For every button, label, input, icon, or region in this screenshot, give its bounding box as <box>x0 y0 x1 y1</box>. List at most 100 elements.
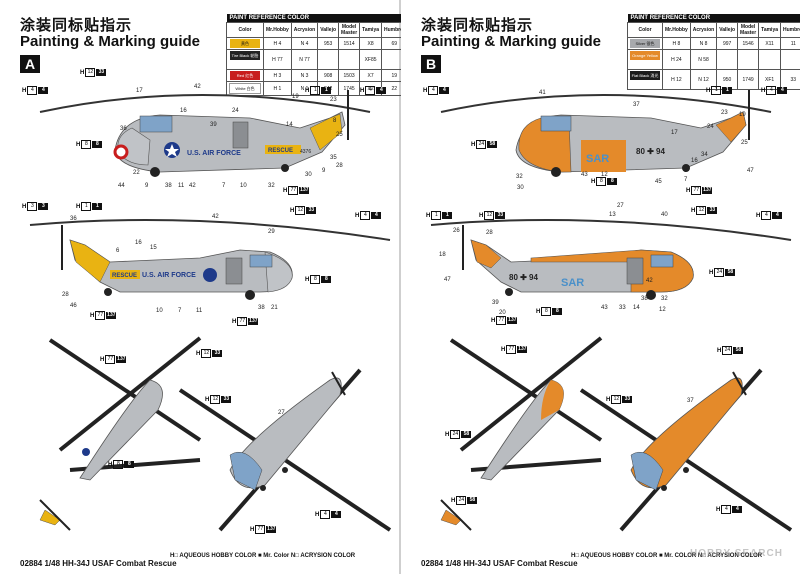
part-callout: 20 <box>499 310 506 316</box>
sheet-b: 涂装同标贴指示 Painting & Marking guide B PAINT… <box>401 0 800 568</box>
part-callout: 42 <box>189 183 196 189</box>
page-divider <box>399 0 401 574</box>
part-callout: 19 <box>739 112 746 118</box>
part-callout: 7 <box>222 183 226 189</box>
table-row: Orange Yellow 橙黄 H 24 N 58 <box>627 49 800 70</box>
part-callout: 47 <box>444 277 451 283</box>
part-callout: 46 <box>70 303 77 309</box>
part-callout: 41 <box>539 90 546 96</box>
part-callout: 44 <box>118 183 125 189</box>
part-callout: 11 <box>178 183 185 189</box>
part-callout: 38 <box>165 183 172 189</box>
part-callout: 16 <box>180 108 187 114</box>
part-callout: 43 <box>581 172 588 178</box>
bottom-view <box>178 368 392 532</box>
paint-table-header: PAINT REFERENCE COLOR <box>226 14 408 23</box>
part-callout: 10 <box>240 183 247 189</box>
part-callout: 42 <box>194 84 201 90</box>
part-callout: 28 <box>62 292 69 298</box>
rescue-marking-left: SAR <box>561 277 584 289</box>
top-view <box>39 336 202 531</box>
part-callout: 32 <box>516 174 523 180</box>
part-callout: 7 <box>684 177 688 183</box>
sheet-title: Painting & Marking guide <box>20 33 201 50</box>
footer-caption: 02884 1/48 HH-34J USAF Combat Rescue <box>20 559 177 568</box>
part-callout: 3 <box>684 168 688 174</box>
sheet-title: Painting & Marking guide <box>421 33 602 50</box>
fuselage-marking-left: U.S. AIR FORCE <box>142 272 196 279</box>
part-callout: 26 <box>453 228 460 234</box>
part-callout: 25 <box>336 132 343 138</box>
part-callout: 39 <box>492 300 499 306</box>
part-callout: 38 <box>258 305 265 311</box>
part-callout: 12 <box>601 172 608 178</box>
bottom-view <box>579 368 793 532</box>
paint-col-modelmaster: Model Master <box>737 22 760 38</box>
part-callout: 24 <box>232 108 239 114</box>
color-swatch: Orange Yellow 橙黄 <box>630 51 660 67</box>
color-swatch: Flat Black 消光黑 <box>630 71 660 87</box>
part-callout: 38 <box>641 296 648 302</box>
part-callout: 43 <box>601 305 608 311</box>
table-row: Red 红色 H 3 N 3 908 1503 X7 19 <box>226 69 408 82</box>
part-callout: 23 <box>330 97 337 103</box>
helicopter-drawings-b: SAR 80 ✚ 94 80 ✚ 94 SAR <box>430 90 793 532</box>
sheet-title-chinese: 涂装同标贴指示 <box>421 17 534 34</box>
rescue-marking: RESCUE <box>268 148 293 154</box>
part-callout: 47 <box>747 168 754 174</box>
side-view-left: RESCUE U.S. AIR FORCE <box>29 219 391 300</box>
watermark: HOBBY SEARCH <box>690 548 783 559</box>
part-callout: 16 <box>691 158 698 164</box>
paint-reference-table: PAINT REFERENCE COLOR Color Mr.Hobby Acr… <box>627 14 800 90</box>
part-callout: 30 <box>517 185 524 191</box>
part-callout: 40 <box>661 212 668 218</box>
part-callout: 22 <box>133 170 140 176</box>
scheme-letter-badge: B <box>421 55 441 73</box>
table-cell: 1745 <box>338 81 361 96</box>
part-callout: 24 <box>707 124 714 130</box>
part-callout: 6 <box>116 248 120 254</box>
sheet-title-chinese: 涂装同标贴指示 <box>20 17 133 34</box>
top-view <box>440 336 603 531</box>
part-callout: 17 <box>671 130 678 136</box>
scheme-letter-badge: A <box>20 55 40 73</box>
part-callout: 28 <box>486 230 493 236</box>
part-callout: 14 <box>286 122 293 128</box>
part-callout: 11 <box>196 308 203 314</box>
color-legend: H□ AQUEOUS HOBBY COLOR ■ Mr. COLOR N□ AC… <box>571 553 763 559</box>
part-callout: 17 <box>136 88 143 94</box>
part-callout: 27 <box>617 203 624 209</box>
part-callout: 37 <box>687 398 694 404</box>
part-callout: 42 <box>646 278 653 284</box>
color-swatch: Tire Black 轮胎黑 <box>230 51 260 67</box>
fuselage-marking: U.S. AIR FORCE <box>187 150 241 157</box>
part-callout: 12 <box>659 307 666 313</box>
rescue-marking: SAR <box>586 153 609 165</box>
table-row: Flat Black 消光黑 H 12 N 12 950 1749 XF1 33 <box>627 69 800 90</box>
part-callout: 34 <box>701 152 708 158</box>
table-cell: XF1 <box>758 69 782 90</box>
